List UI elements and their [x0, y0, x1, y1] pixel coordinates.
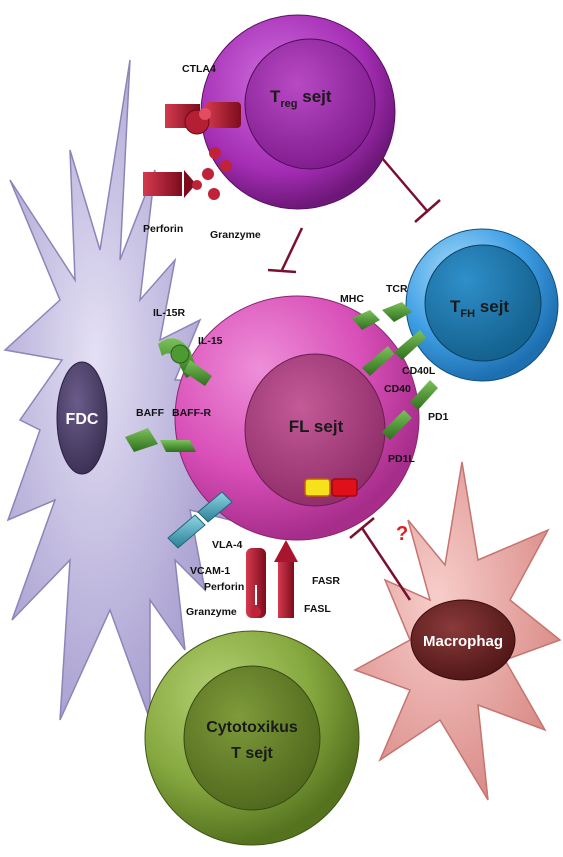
- pd1-arrows: [382, 380, 438, 440]
- treg-label: Treg sejt: [270, 87, 332, 110]
- label-mhc: MHC: [340, 293, 364, 305]
- label-ctla4: CTLA4: [182, 63, 216, 75]
- label-question-mark: ?: [396, 523, 408, 545]
- mhc-tcr-arrows: [352, 302, 412, 330]
- label-il15: IL-15: [198, 335, 223, 347]
- label-baffr: BAFF-R: [172, 407, 211, 419]
- tfh-cell: TFH sejt: [405, 228, 559, 382]
- label-vla4: VLA-4: [212, 539, 242, 551]
- label-cd40: CD40: [384, 383, 411, 395]
- fdc-cell: FDC: [3, 59, 232, 721]
- label-vcam1: VCAM-1: [190, 565, 230, 577]
- macrophage-cell: Macrophag: [353, 461, 562, 801]
- fdc-nucleus: [56, 361, 108, 475]
- label-pd1l: PD1L: [388, 453, 415, 465]
- label-cd40l: CD40L: [402, 365, 436, 377]
- label-il15r: IL-15R: [153, 307, 186, 319]
- label-granzyme-bottom: Granzyme: [186, 606, 237, 618]
- chromosome-translocation-yellow: [304, 478, 331, 497]
- fl-cell: FL sejt: [174, 295, 420, 541]
- label-granzyme-top: Granzyme: [210, 229, 261, 241]
- macrophage-nucleus: [410, 599, 516, 681]
- label-pd1: PD1: [428, 411, 449, 423]
- ctl-label-line2: T sejt: [231, 745, 273, 762]
- macrophage-label: Macrophag: [423, 633, 503, 650]
- treg-inhibits-tfh: [381, 157, 441, 223]
- macrophage-inhibits-fl: [349, 517, 412, 601]
- perforin-fasl-bottom: [246, 540, 298, 618]
- cd40-arrows: [362, 330, 426, 376]
- ctla4-receptor: [165, 102, 241, 135]
- treg-nucleus: [244, 38, 376, 170]
- treg-inhibits-fl: [267, 227, 304, 274]
- fdc-label: FDC: [66, 411, 99, 428]
- fl-label: FL sejt: [289, 417, 344, 436]
- chromosome-translocation-red: [331, 478, 358, 497]
- tfh-label: TFH sejt: [450, 297, 509, 320]
- label-perforin-top: Perforin: [143, 223, 183, 235]
- label-fasr: FASR: [312, 575, 340, 587]
- vla4-vcam1-connector: [167, 491, 233, 549]
- perforin-granzyme-top: [143, 147, 232, 200]
- label-baff: BAFF: [136, 407, 165, 419]
- label-fasl: FASL: [304, 603, 331, 615]
- receptor-labels: CTLA4 Perforin Granzyme IL-15R IL-15 MHC…: [136, 63, 449, 618]
- label-tcr: TCR: [386, 283, 408, 295]
- treg-cell: Treg sejt: [200, 14, 396, 210]
- cytotoxic-t-cell: Cytotoxikus T sejt: [144, 630, 360, 846]
- baff-arrows: [125, 428, 196, 452]
- label-perforin-bottom: Perforin: [204, 581, 244, 593]
- ctl-label-line1: Cytotoxikus: [206, 719, 298, 736]
- inhibition-lines: [267, 157, 441, 601]
- tfh-nucleus: [424, 244, 542, 362]
- il15-receptor: [158, 338, 212, 386]
- ctl-nucleus: [183, 665, 321, 811]
